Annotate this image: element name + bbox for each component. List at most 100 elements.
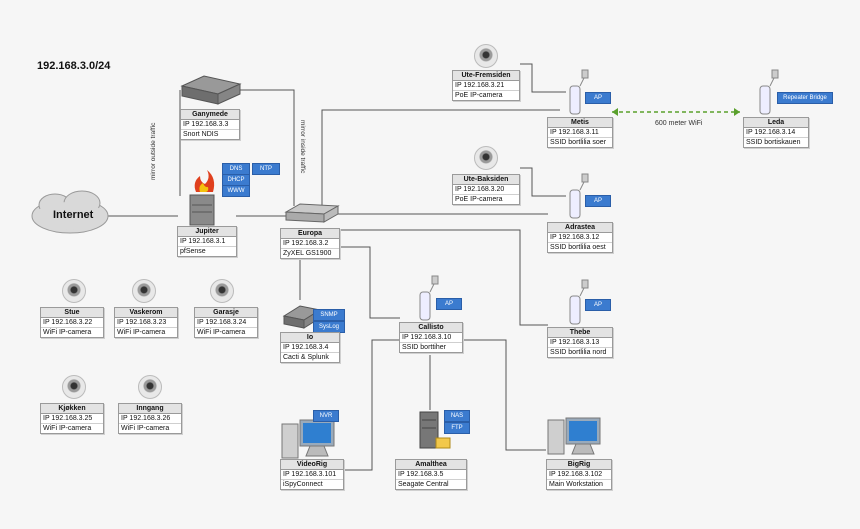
camera-icon	[62, 375, 86, 399]
wifi-link-label: 600 meter WiFi	[655, 120, 703, 127]
node-ip: IP 192.168.3.1	[178, 237, 236, 247]
node-ip: IP 192.168.3.102	[547, 470, 611, 480]
ap-icon-thebe	[569, 279, 589, 325]
ap-icon-adrastea	[569, 173, 589, 219]
node-europa: Europa IP 192.168.3.2 ZyXEL GS1900	[280, 228, 340, 259]
node-title: Adrastea	[548, 223, 612, 233]
node-ip: IP 192.168.3.11	[548, 128, 612, 138]
node-leda: Leda IP 192.168.3.14 SSID bortiskauen	[743, 117, 809, 148]
node-desc: SSID borttiher	[402, 344, 446, 351]
tag-ap-adrastea: AP	[585, 195, 611, 207]
link-baksiden-adrastea	[520, 167, 566, 197]
node-vaskerom: Vaskerom IP 192.168.3.23 WiFi IP-camera	[114, 307, 178, 338]
node-callisto: Callisto IP 192.168.3.10 SSID borttiher	[399, 322, 463, 353]
mirror-outside-label: mirror outside traffic	[150, 122, 157, 180]
node-desc: ZyXEL GS1900	[283, 250, 332, 257]
arrow-right-icon	[734, 108, 740, 116]
camera-icon	[62, 279, 86, 303]
node-ip: IP 192.168.3.3	[181, 120, 239, 130]
node-title: Ute-Baksiden	[453, 175, 519, 185]
internet-cloud-icon	[31, 190, 109, 234]
appliance-icon	[180, 75, 242, 105]
node-ip: IP 192.168.3.25	[41, 414, 103, 424]
node-desc: WiFi IP-camera	[197, 329, 246, 336]
camera-icon	[132, 279, 156, 303]
tag-ftp: FTP	[444, 422, 470, 434]
mirror-inside-label: mirror inside traffic	[299, 120, 306, 174]
node-desc: Cacti & Splunk	[283, 354, 329, 361]
subnet-title: 192.168.3.0/24	[37, 60, 111, 72]
tag-repeater-bridge: Repeater Bridge	[777, 92, 833, 104]
node-ip: IP 192.168.3.12	[548, 233, 612, 243]
node-desc: WiFi IP-camera	[43, 425, 92, 432]
link-callisto-videorig	[336, 339, 400, 471]
tag-ap-thebe: AP	[585, 299, 611, 311]
camera-icon	[210, 279, 234, 303]
node-title: Garasje	[195, 308, 257, 318]
ap-icon-metis	[569, 69, 589, 115]
node-io: Io IP 192.168.3.4 Cacti & Splunk	[280, 332, 340, 363]
computer-icon-videorig	[281, 419, 335, 459]
node-ip: IP 192.168.3.4	[281, 343, 339, 353]
link-europa-callisto	[340, 246, 400, 319]
node-desc: PoE IP-camera	[455, 92, 503, 99]
firewall-icon	[189, 170, 215, 226]
node-ute-baksiden: Ute-Baksiden IP 192.168.3.20 PoE IP-came…	[452, 174, 520, 205]
node-title: Jupiter	[178, 227, 236, 237]
link-callisto-bigrig	[460, 339, 546, 451]
node-bigrig: BigRig IP 192.168.3.102 Main Workstation	[546, 459, 612, 490]
tag-nas: NAS	[444, 410, 470, 422]
computer-icon-bigrig	[547, 417, 601, 455]
node-desc: SSID bortlilia soer	[550, 139, 607, 146]
node-thebe: Thebe IP 192.168.3.13 SSID bortlilia nor…	[547, 327, 613, 358]
node-ip: IP 192.168.3.2	[281, 239, 339, 249]
node-desc: SSID bortlilia oest	[550, 244, 606, 251]
node-title: BigRig	[547, 460, 611, 470]
node-title: Callisto	[400, 323, 462, 333]
node-desc: iSpyConnect	[283, 481, 323, 488]
tag-nvr: NVR	[313, 410, 339, 422]
node-inngang: Inngang IP 192.168.3.26 WiFi IP-camera	[118, 403, 182, 434]
node-title: Metis	[548, 118, 612, 128]
node-desc: WiFi IP-camera	[43, 329, 92, 336]
tag-ap-callisto: AP	[436, 298, 462, 310]
node-jupiter: Jupiter IP 192.168.3.1 pfSense	[177, 226, 237, 257]
nas-icon	[419, 411, 451, 449]
node-title: VideoRig	[281, 460, 343, 470]
node-ip: IP 192.168.3.26	[119, 414, 181, 424]
camera-icon	[474, 44, 498, 68]
node-title: Io	[281, 333, 339, 343]
node-desc: Snort NDIS	[183, 131, 219, 138]
internet-label: Internet	[53, 209, 94, 221]
node-metis: Metis IP 192.168.3.11 SSID bortlilia soe…	[547, 117, 613, 148]
node-title: Europa	[281, 229, 339, 239]
node-ip: IP 192.168.3.20	[453, 185, 519, 195]
node-ip: IP 192.168.3.14	[744, 128, 808, 138]
camera-icon	[138, 375, 162, 399]
node-title: Thebe	[548, 328, 612, 338]
tag-ap-metis: AP	[585, 92, 611, 104]
node-garasje: Garasje IP 192.168.3.24 WiFi IP-camera	[194, 307, 258, 338]
tag-snmp: SNMP	[313, 309, 345, 321]
node-desc: WiFi IP-camera	[117, 329, 166, 336]
node-desc: WiFi IP-camera	[121, 425, 170, 432]
node-kjokken: Kjøkken IP 192.168.3.25 WiFi IP-camera	[40, 403, 104, 434]
node-ute-fremsiden: Ute-Fremsiden IP 192.168.3.21 PoE IP-cam…	[452, 70, 520, 101]
node-ganymede: Ganymede IP 192.168.3.3 Snort NDIS	[180, 109, 240, 140]
camera-icon	[474, 146, 498, 170]
node-desc: pfSense	[180, 248, 206, 255]
node-title: Leda	[744, 118, 808, 128]
node-desc: SSID bortlilia nord	[550, 349, 607, 356]
node-title: Kjøkken	[41, 404, 103, 414]
node-title: Inngang	[119, 404, 181, 414]
node-desc: PoE IP-camera	[455, 196, 503, 203]
node-ip: IP 192.168.3.5	[396, 470, 466, 480]
tag-www: WWW	[222, 185, 250, 197]
link-europa-metis	[321, 109, 560, 207]
tag-ntp: NTP	[252, 163, 280, 175]
ap-icon-callisto	[419, 275, 439, 321]
node-title: Ute-Fremsiden	[453, 71, 519, 81]
node-title: Vaskerom	[115, 308, 177, 318]
